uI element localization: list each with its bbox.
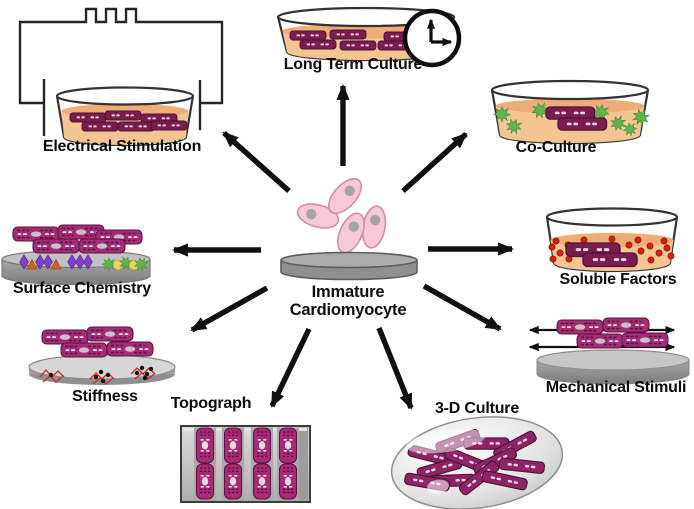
label-stiffness: Stiffness (72, 388, 138, 405)
platform-disc (280, 251, 418, 281)
label-electrical-stimulation: Electrical Stimulation (42, 138, 202, 155)
topograph-station (180, 425, 311, 503)
cardiomyocyte-cells (556, 317, 669, 349)
radial-arrows (172, 84, 514, 410)
center-label-line1: Immature (311, 283, 385, 301)
center-label-line2: Cardiomyocyte (289, 301, 407, 320)
label-3d-culture: 3-D Culture (434, 400, 520, 417)
immature-cells (294, 172, 390, 258)
mechanical-stimuli-station (528, 317, 690, 385)
arrow-to-topograph (269, 327, 312, 408)
pulse-waveform-icon (18, 7, 224, 105)
label-long-term-culture: Long Term Culture (283, 56, 423, 73)
label-surface-chemistry: Surface Chemistry (13, 280, 151, 297)
co-culture-station (490, 79, 652, 145)
stiffness-station (28, 326, 176, 385)
label-co-culture: Co-Culture (515, 139, 597, 156)
cardiomyocyte-cells (41, 326, 154, 358)
arrow-to-mechanical-stimuli (422, 283, 502, 332)
electrical-stimulation-station (18, 7, 224, 147)
arrow-to-electrical-stimulation (222, 130, 291, 194)
arrow-to-co-culture (401, 131, 468, 194)
arrow-to-3d-culture (376, 326, 414, 410)
3d-culture-station (390, 416, 564, 509)
label-soluble-factors: Soluble Factors (559, 271, 677, 288)
cardiomyocyte-cells (12, 224, 143, 254)
spheroid-capsule (390, 416, 564, 509)
label-mechanical-stimuli: Mechanical Stimuli (545, 379, 687, 396)
immature-cardiomyocyte-center (280, 172, 418, 281)
soluble-factors-station (545, 207, 679, 273)
surface-chemistry-station (1, 224, 151, 286)
label-topograph: Topograph (170, 395, 252, 412)
matrix-fibers (39, 365, 156, 385)
long-term-culture-station (276, 6, 462, 68)
culture-disc (536, 349, 690, 385)
arrow-to-stiffness (190, 285, 269, 333)
center-label: Immature Cardiomyocyte (290, 283, 407, 320)
clock-icon (402, 8, 462, 68)
